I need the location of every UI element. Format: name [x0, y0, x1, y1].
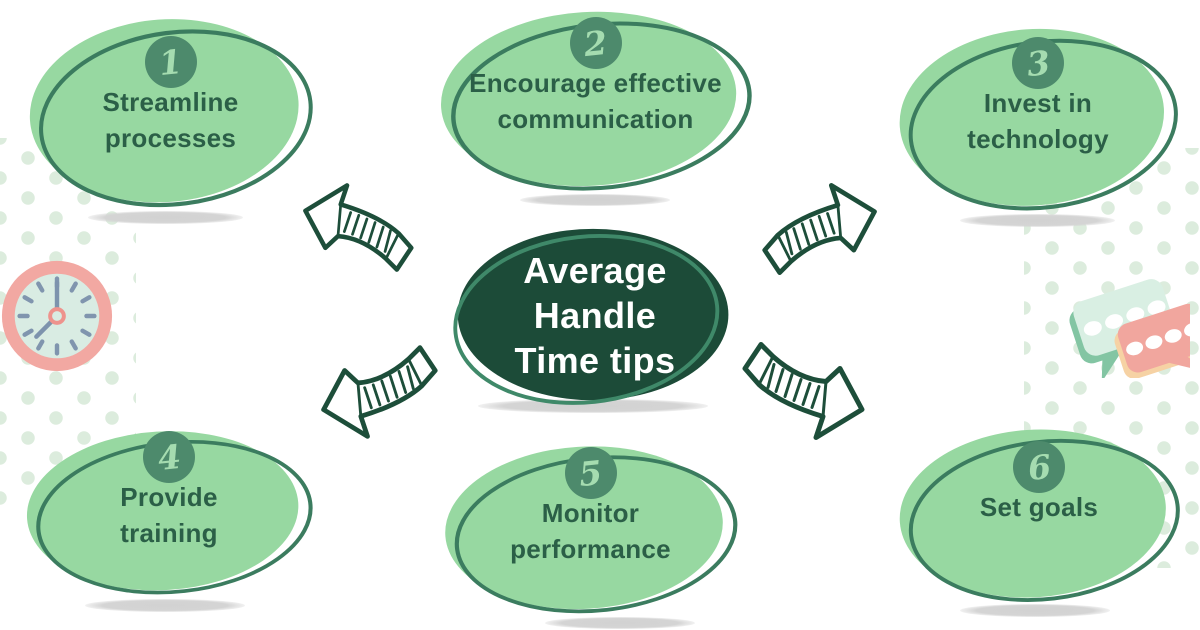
- title-line: Handle: [533, 295, 657, 336]
- tip-content: 4 Provide training: [15, 425, 323, 551]
- tip-number: 5: [577, 452, 604, 494]
- tip-label-line: Invest in: [983, 88, 1093, 118]
- shadow: [478, 399, 708, 413]
- tip-content: 5 Monitor performance: [433, 440, 748, 567]
- shadow: [545, 617, 695, 629]
- shadow: [88, 211, 243, 224]
- tip-blob-shape: [29, 19, 313, 208]
- tip-content: 2 Encourage effective communication: [428, 5, 763, 137]
- arrow-down-right-icon: [740, 336, 870, 446]
- center-title-bubble: Average Handle Time tips: [450, 225, 740, 410]
- tip-label-line: processes: [104, 123, 237, 153]
- tip-number: 4: [155, 436, 183, 478]
- tip-number-badge: 6: [1013, 441, 1065, 493]
- shadow: [520, 194, 670, 206]
- tip-bubble-4: 4 Provide training: [15, 425, 323, 603]
- tip-label-line: training: [120, 518, 218, 548]
- tip-number-badge: 1: [144, 36, 197, 88]
- tip-bubble-5: 5 Monitor performance: [433, 440, 748, 622]
- tip-bubble-6: 6 Set goals: [888, 423, 1190, 611]
- tip-number: 3: [1024, 42, 1052, 84]
- tip-content: 3 Invest in technology: [888, 22, 1188, 157]
- tip-bubble-2: 2 Encourage effective communication: [428, 5, 763, 200]
- title-line: Average: [523, 250, 667, 291]
- shadow: [960, 214, 1115, 227]
- center-blob-shape: [453, 228, 729, 405]
- pink-bubble: [1114, 303, 1200, 379]
- tip-bubble-3: 3 Invest in technology: [888, 22, 1188, 220]
- tip-number-badge: 2: [569, 17, 622, 69]
- arrow-up-right-icon: [760, 178, 882, 280]
- speech-bubbles-icon: [1056, 258, 1200, 383]
- arrow-down-left-icon: [316, 334, 440, 450]
- tip-bubble-1: 1 Streamline processes: [18, 12, 323, 217]
- tip-label-line: performance: [510, 534, 671, 564]
- tip-number: 6: [1025, 446, 1053, 488]
- title-line: Time tips: [514, 340, 676, 381]
- tip-label-line: Encourage effective: [469, 68, 722, 98]
- tip-label-line: Set goals: [979, 492, 1099, 522]
- arrow-up-left-icon: [293, 180, 421, 275]
- tip-content: 6 Set goals: [888, 423, 1190, 525]
- tip-label-line: Provide: [120, 482, 218, 512]
- clock-icon: [0, 257, 116, 375]
- tip-number: 2: [582, 22, 609, 64]
- tip-number-badge: 4: [143, 431, 195, 483]
- tip-number-badge: 3: [1012, 37, 1064, 89]
- tip-label-line: Monitor: [541, 498, 640, 528]
- shadow: [960, 604, 1110, 617]
- tip-label-line: communication: [497, 104, 694, 134]
- tip-number-badge: 5: [564, 447, 617, 499]
- tip-content: 1 Streamline processes: [18, 12, 323, 156]
- tip-label-line: Streamline: [102, 87, 239, 117]
- tip-number: 1: [157, 41, 184, 83]
- tip-label-line: technology: [967, 124, 1109, 154]
- shadow: [85, 599, 245, 612]
